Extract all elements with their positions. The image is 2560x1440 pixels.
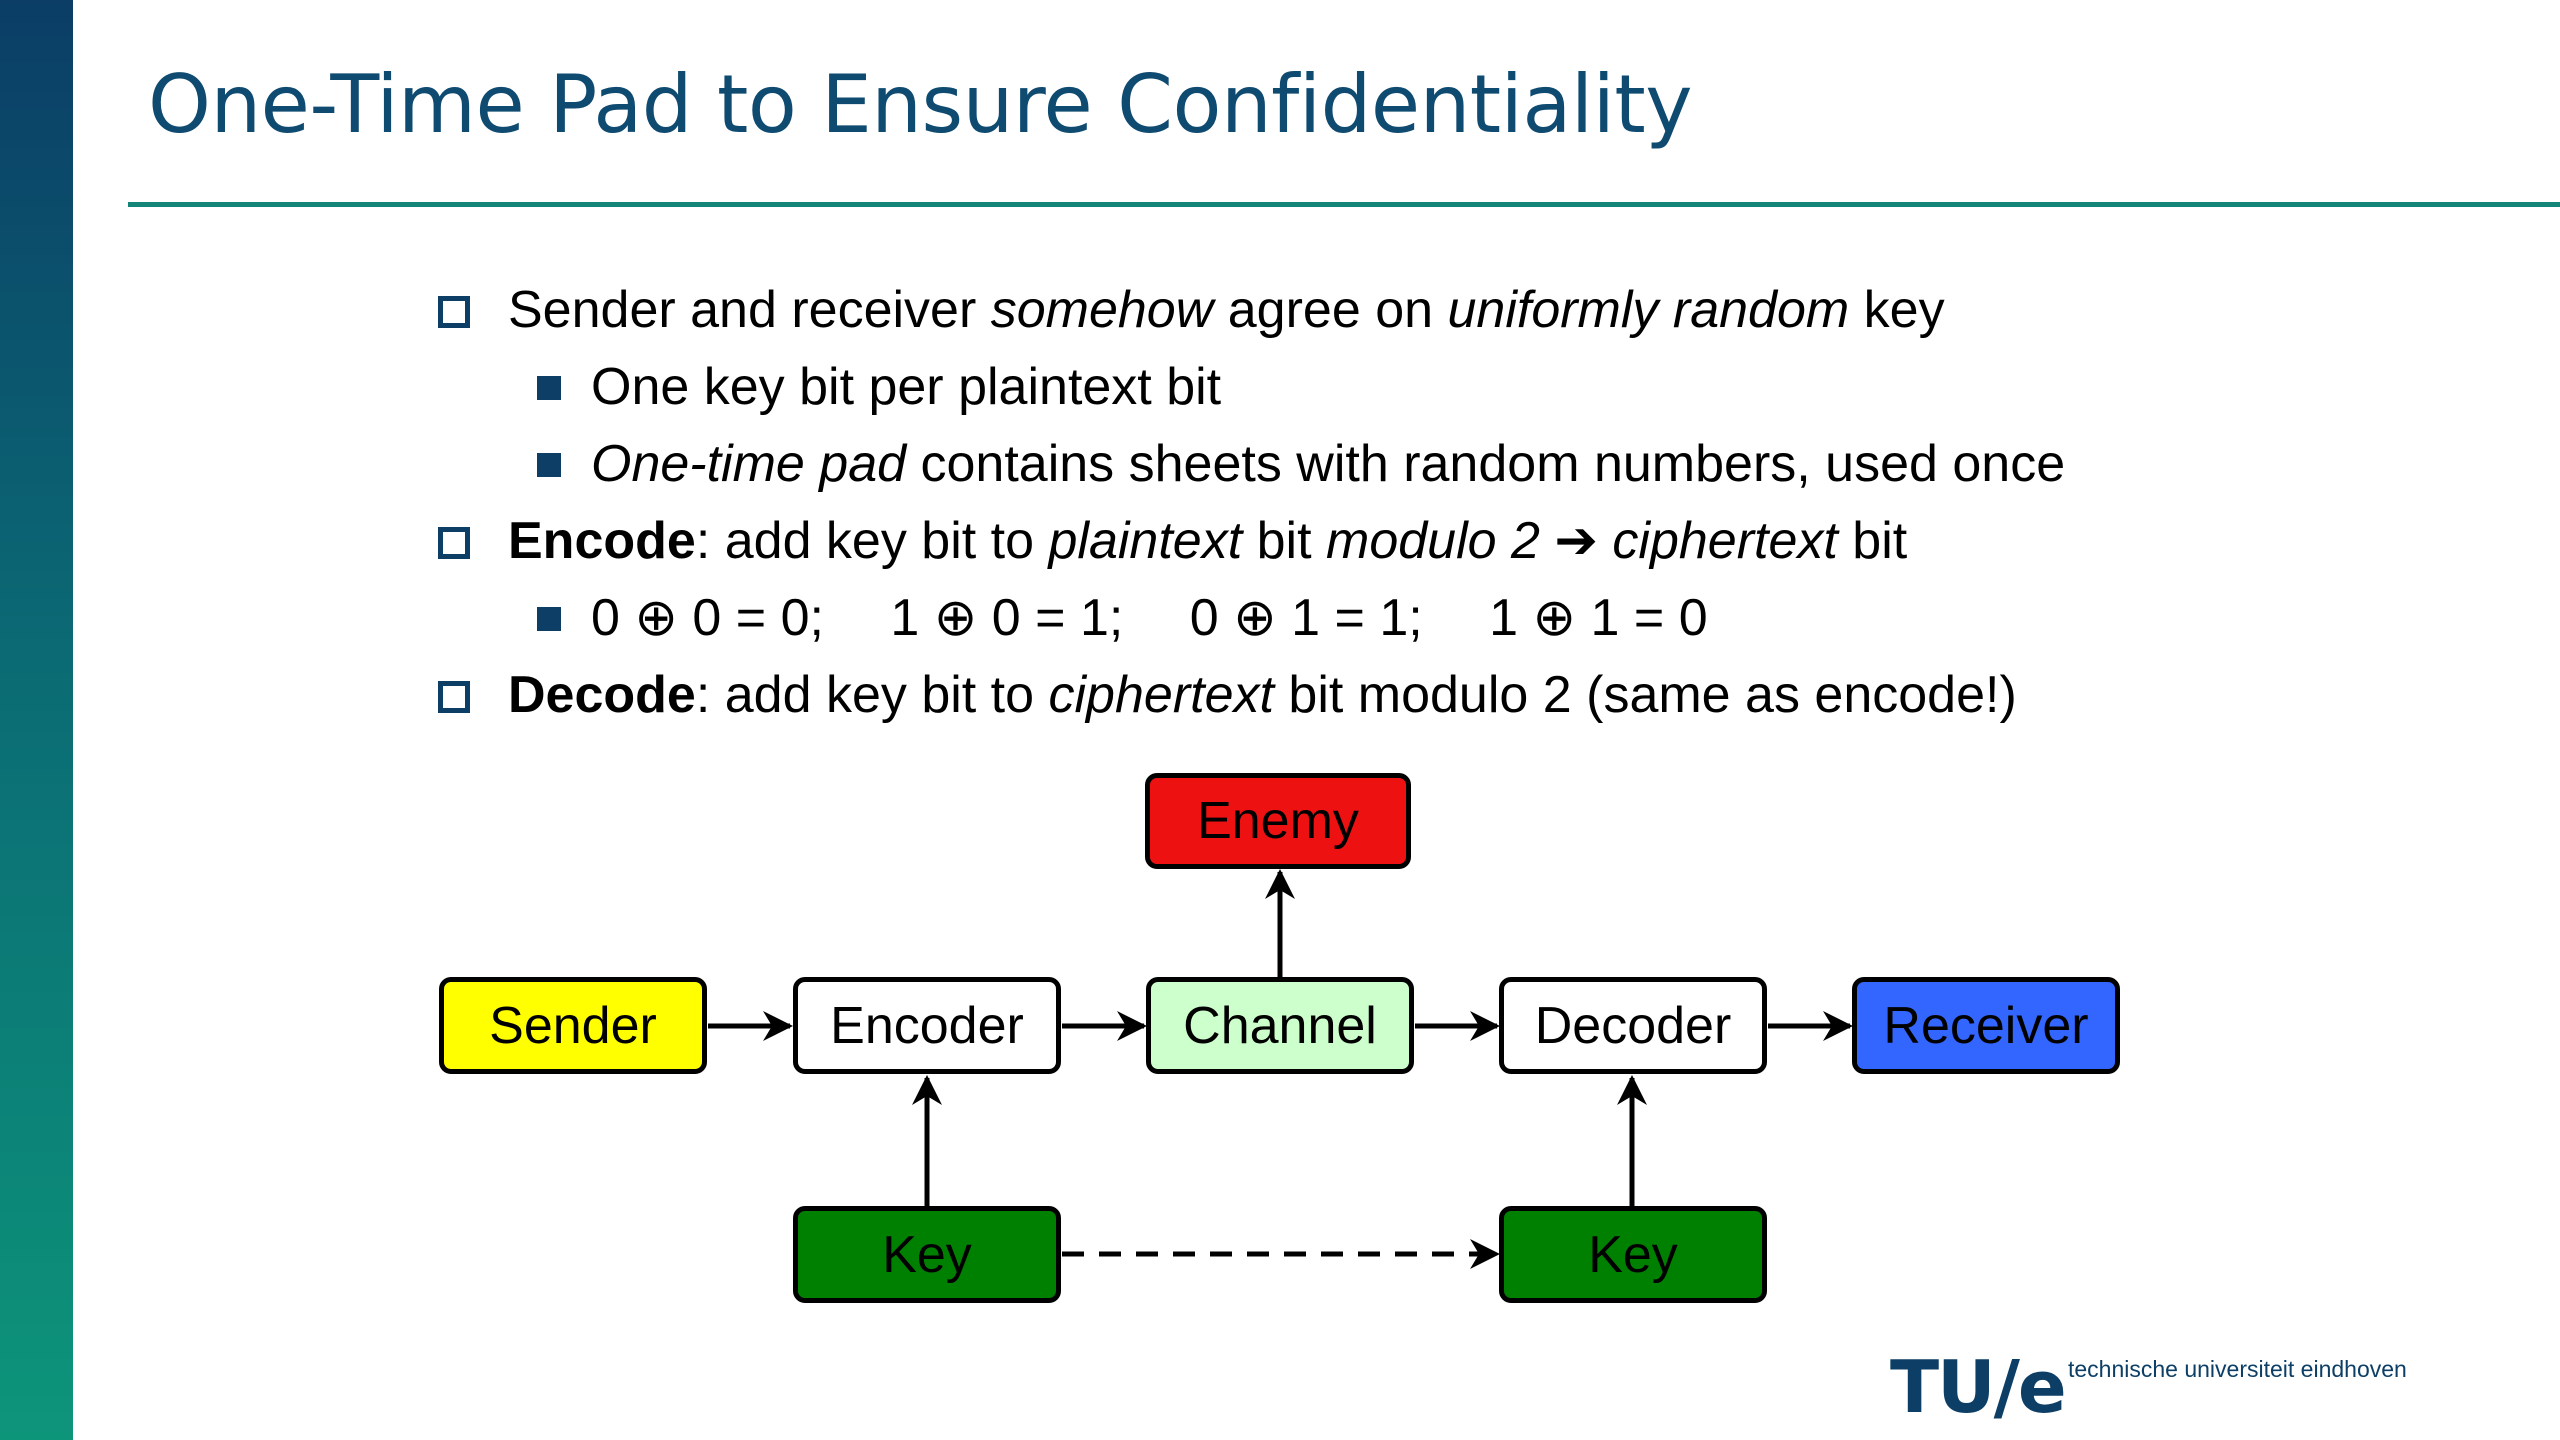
hollow-square-bullet-icon <box>438 527 470 559</box>
title-divider <box>128 202 2560 207</box>
tue-logo-subtitle: technische universiteit eindhoven <box>2068 1356 2407 1382</box>
node-channel: Channel <box>1146 977 1414 1074</box>
node-encoder-label: Encoder <box>830 996 1024 1055</box>
sidebar-band <box>0 0 73 1440</box>
node-receiver-label: Receiver <box>1883 996 2089 1055</box>
bullet-text: One key bit per plaintext bit <box>591 358 1222 416</box>
bullet-text: Decode: add key bit to ciphertext bit mo… <box>508 666 2017 724</box>
slide-title: One-Time Pad to Ensure Confidentiality <box>148 58 1693 151</box>
node-decoder-label: Decoder <box>1534 996 1732 1055</box>
node-enemy-label: Enemy <box>1197 792 1359 850</box>
bullet-text: Sender and receiver somehow agree on uni… <box>508 281 1945 339</box>
node-sender-label: Sender <box>489 996 657 1055</box>
node-receiver: Receiver <box>1852 977 2120 1074</box>
node-sender: Sender <box>439 977 707 1074</box>
bullet-text: Encode: add key bit to plaintext bit mod… <box>508 512 1908 570</box>
tue-logo: TU/e <box>1890 1345 2067 1429</box>
node-key-right: Key <box>1499 1206 1767 1303</box>
node-key-left-label: Key <box>882 1225 972 1284</box>
filled-square-bullet-icon <box>537 453 561 477</box>
hollow-square-bullet-icon <box>438 296 470 328</box>
node-decoder: Decoder <box>1499 977 1767 1074</box>
node-encoder: Encoder <box>793 977 1061 1074</box>
node-key-right-label: Key <box>1588 1225 1678 1284</box>
bullet-text: 0 ⊕ 0 = 0; 1 ⊕ 0 = 1; 0 ⊕ 1 = 1; 1 ⊕ 1 =… <box>591 589 1708 647</box>
hollow-square-bullet-icon <box>438 681 470 713</box>
node-enemy: Enemy <box>1145 773 1411 869</box>
bullet-text: One-time pad contains sheets with random… <box>591 435 2066 493</box>
bullet-list: Sender and receiver somehow agree on uni… <box>438 281 2066 724</box>
filled-square-bullet-icon <box>537 376 561 400</box>
node-key-left: Key <box>793 1206 1061 1303</box>
node-channel-label: Channel <box>1183 996 1377 1055</box>
filled-square-bullet-icon <box>537 607 561 631</box>
